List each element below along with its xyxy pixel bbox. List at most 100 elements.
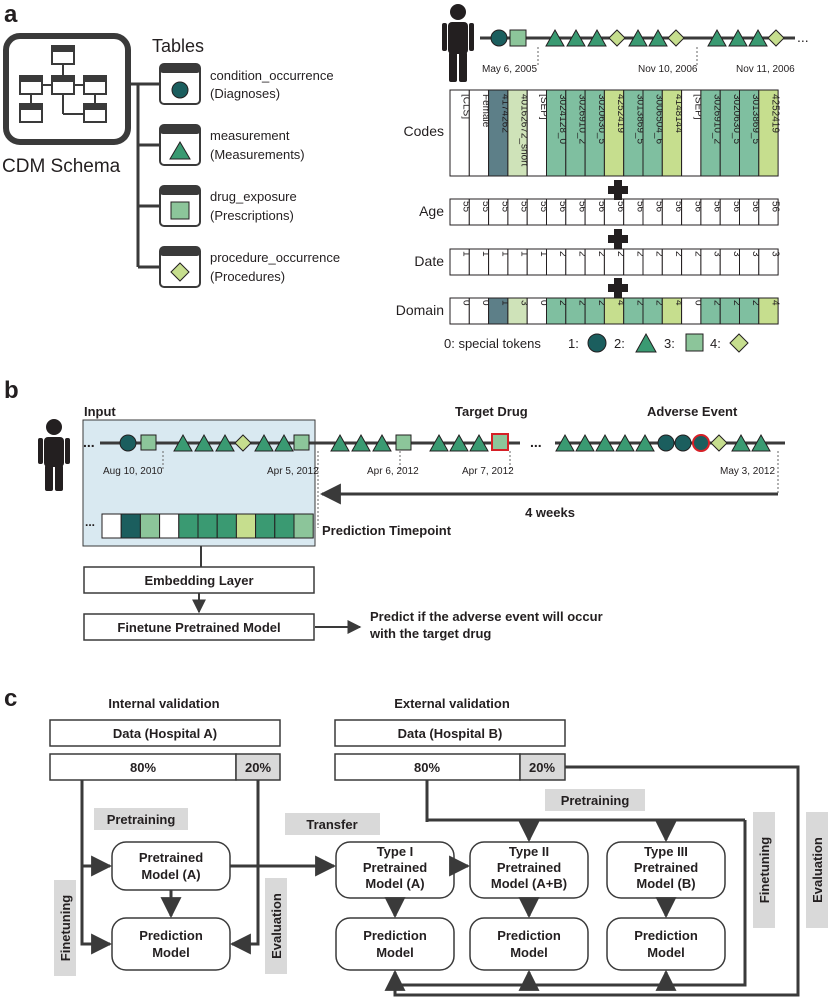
pretrained-a-line2: Model (A) xyxy=(141,867,200,882)
timeline-a-date-3: Nov 11, 2006 xyxy=(736,64,795,75)
timeline-b-date-4: Apr 7, 2012 xyxy=(462,466,514,477)
plus-signs xyxy=(608,180,628,298)
event-measurement xyxy=(748,28,768,47)
table-name-procedure: procedure_occurrence xyxy=(210,250,340,265)
date-token-text: 3 xyxy=(731,251,742,257)
age-token-text: 56 xyxy=(750,201,761,213)
prediction-model-type2-box xyxy=(469,917,589,971)
domain-token-text: 2 xyxy=(750,300,761,306)
adverse-event-marker xyxy=(692,434,710,452)
type1-line1: Type I xyxy=(377,844,414,859)
domain-token-text: 4 xyxy=(673,300,684,306)
domain-token-text: 2 xyxy=(596,300,607,306)
table-icon-procedure xyxy=(159,246,201,288)
event-measurement xyxy=(648,28,668,47)
date-cell xyxy=(758,248,779,276)
age-token-text: 56 xyxy=(769,201,780,213)
event-measurement xyxy=(731,433,751,452)
event-procedure xyxy=(710,434,728,452)
domain-token-text: 1 xyxy=(499,300,510,306)
data-hospital-a-box xyxy=(49,719,281,747)
prediction-type3-line2: Model xyxy=(647,945,685,960)
event-procedure xyxy=(234,434,252,452)
sequence-token xyxy=(235,513,257,539)
date-token-text: 2 xyxy=(654,251,665,257)
timeline-b-date-3: Apr 6, 2012 xyxy=(367,466,419,477)
legend-2: 2: xyxy=(614,336,625,351)
patient-icon-a xyxy=(442,4,474,82)
event-measurement xyxy=(728,28,748,47)
adverse-event-label: Adverse Event xyxy=(647,404,738,419)
legend-circle-icon xyxy=(587,333,607,353)
age-token-text: 55 xyxy=(538,201,549,213)
code-token-text: 3013869_5 xyxy=(634,94,645,144)
pretrained-a-line1: Pretrained xyxy=(139,850,203,865)
legend-diamond-icon xyxy=(729,333,749,353)
code-token-text: 40162672_short xyxy=(519,94,530,167)
event-measurement xyxy=(587,28,607,47)
event-measurement xyxy=(429,433,449,452)
table-icon-condition xyxy=(159,63,201,105)
age-token-text: 56 xyxy=(712,201,723,213)
sequence-token xyxy=(101,513,122,539)
date-token-text: 2 xyxy=(557,251,568,257)
sequence-token xyxy=(216,513,237,539)
code-token-text: 3026910_2 xyxy=(712,94,723,144)
sequence-token xyxy=(255,513,276,539)
tables-label: Tables xyxy=(152,36,204,56)
domain-token-text: 2 xyxy=(712,300,723,306)
age-cell xyxy=(758,198,779,226)
event-diagnosis xyxy=(657,434,675,452)
event-measurement xyxy=(372,433,392,452)
type3-line1: Type III xyxy=(644,844,688,859)
code-token-text: 3024128_0 xyxy=(557,94,568,144)
data-hospital-a-label: Data (Hospital A) xyxy=(113,726,217,741)
event-prescription xyxy=(509,29,527,47)
transfer-tag-label: Transfer xyxy=(306,817,357,832)
code-token-text: 3006504_6 xyxy=(654,94,665,144)
domain-token-text: 2 xyxy=(557,300,568,306)
date-token-text: 1 xyxy=(499,251,510,257)
type2-line3: Model (A+B) xyxy=(491,876,567,891)
window-label: 4 weeks xyxy=(525,505,575,520)
evaluation-ext-tag-label: Evaluation xyxy=(810,837,825,903)
event-measurement xyxy=(254,433,274,452)
event-measurement xyxy=(751,433,771,452)
date-token-text: 3 xyxy=(769,251,780,257)
input-label: Input xyxy=(84,404,116,419)
table-icon-measurement xyxy=(159,124,201,166)
prediction-type1-line2: Model xyxy=(376,945,414,960)
event-measurement xyxy=(628,28,648,47)
tables-tree-connector xyxy=(128,82,160,269)
domain-legend: 0: special tokens 1: 2: 3: 4: xyxy=(444,332,749,353)
split-80-a-label: 80% xyxy=(130,760,156,775)
domain-token-text: 3 xyxy=(519,300,530,306)
event-measurement xyxy=(274,433,294,452)
sequence-token xyxy=(139,513,161,539)
date-token-text: 1 xyxy=(538,251,549,257)
finetune-box xyxy=(83,613,315,641)
event-measurement xyxy=(635,433,655,452)
age-token-text: 56 xyxy=(615,201,626,213)
panel-b-label: b xyxy=(4,377,19,404)
legend-triangle-icon xyxy=(635,332,657,353)
split-20-b xyxy=(519,753,566,781)
code-token-text: 4252419 xyxy=(615,94,626,133)
age-token-text: 56 xyxy=(731,201,742,213)
legend-1: 1: xyxy=(568,336,579,351)
flow-connectors xyxy=(80,765,800,997)
domain-token-text: 0 xyxy=(538,300,549,306)
date-token-text: 2 xyxy=(634,251,645,257)
sequence-ellipsis: ... xyxy=(85,515,95,529)
domain-token-text: 4 xyxy=(769,300,780,306)
event-prescription xyxy=(293,434,310,451)
split-20-b-label: 20% xyxy=(529,760,555,775)
finetuning-tag-label: Finetuning xyxy=(58,895,73,961)
pretraining-tag xyxy=(94,808,188,830)
table-name-drug: drug_exposure xyxy=(210,189,297,204)
evaluation-tag-label: Evaluation xyxy=(269,893,284,959)
date-token-text: 2 xyxy=(596,251,607,257)
pretraining-ext-tag xyxy=(545,789,645,811)
event-prescription xyxy=(140,434,157,451)
event-diagnosis xyxy=(119,434,137,452)
